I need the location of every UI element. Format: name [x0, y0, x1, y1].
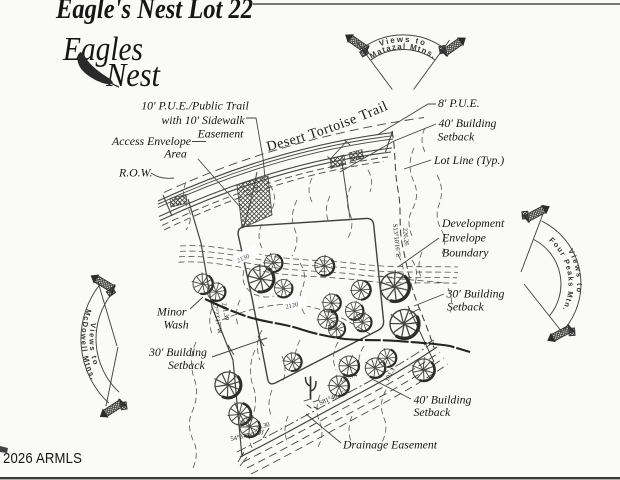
svg-text:Area: Area [163, 147, 187, 161]
svg-text:10' P.U.E./Public Trail: 10' P.U.E./Public Trail [141, 99, 249, 113]
svg-text:with 10' Sidewalk: with 10' Sidewalk [161, 113, 245, 127]
svg-text:226.26: 226.26 [401, 227, 410, 246]
svg-text:8' P.U.E.: 8' P.U.E. [438, 96, 480, 110]
svg-text:Nest: Nest [105, 57, 161, 94]
svg-text:Setback: Setback [447, 300, 484, 314]
svg-text:Minor: Minor [156, 305, 187, 319]
svg-text:T=26.4: T=26.4 [349, 154, 365, 163]
svg-text:Wash: Wash [164, 318, 189, 332]
svg-text:Setback: Setback [414, 405, 451, 419]
svg-text:30' Building: 30' Building [148, 345, 207, 359]
svg-text:2026 ARMLS: 2026 ARMLS [3, 450, 82, 467]
svg-text:Envelope: Envelope [441, 231, 486, 245]
svg-text:Eagle's Nest Lot 22: Eagle's Nest Lot 22 [55, 0, 253, 25]
svg-text:Setback: Setback [168, 358, 205, 372]
svg-text:Views to: Views to [378, 35, 428, 48]
svg-text:Eagles: Eagles [62, 31, 143, 68]
svg-text:Boundary: Boundary [442, 246, 489, 260]
svg-text:R.O.W.: R.O.W. [118, 166, 152, 180]
svg-text:15.61: 15.61 [169, 200, 183, 209]
svg-text:Lot Line (Typ.): Lot Line (Typ.) [433, 153, 504, 167]
svg-text:40' Building: 40' Building [414, 393, 472, 407]
svg-text:Drainage Easement: Drainage Easement [342, 438, 438, 452]
svg-text:S13°10'16"E: S13°10'16"E [391, 223, 401, 257]
svg-text:38.30: 38.30 [255, 421, 271, 432]
svg-text:Development: Development [441, 216, 505, 230]
svg-text:2120: 2120 [285, 301, 299, 311]
svg-text:Easement: Easement [197, 127, 245, 141]
svg-text:241.39: 241.39 [220, 302, 230, 321]
svg-text:Access Envelope: Access Envelope [111, 134, 191, 148]
svg-text:Views to: Views to [87, 322, 101, 367]
svg-text:Setback: Setback [438, 130, 475, 144]
svg-text:L=52.04: L=52.04 [329, 162, 347, 171]
svg-text:40' Building: 40' Building [439, 116, 497, 130]
svg-text:30' Building: 30' Building [446, 287, 505, 301]
svg-text:2130: 2130 [236, 253, 251, 265]
